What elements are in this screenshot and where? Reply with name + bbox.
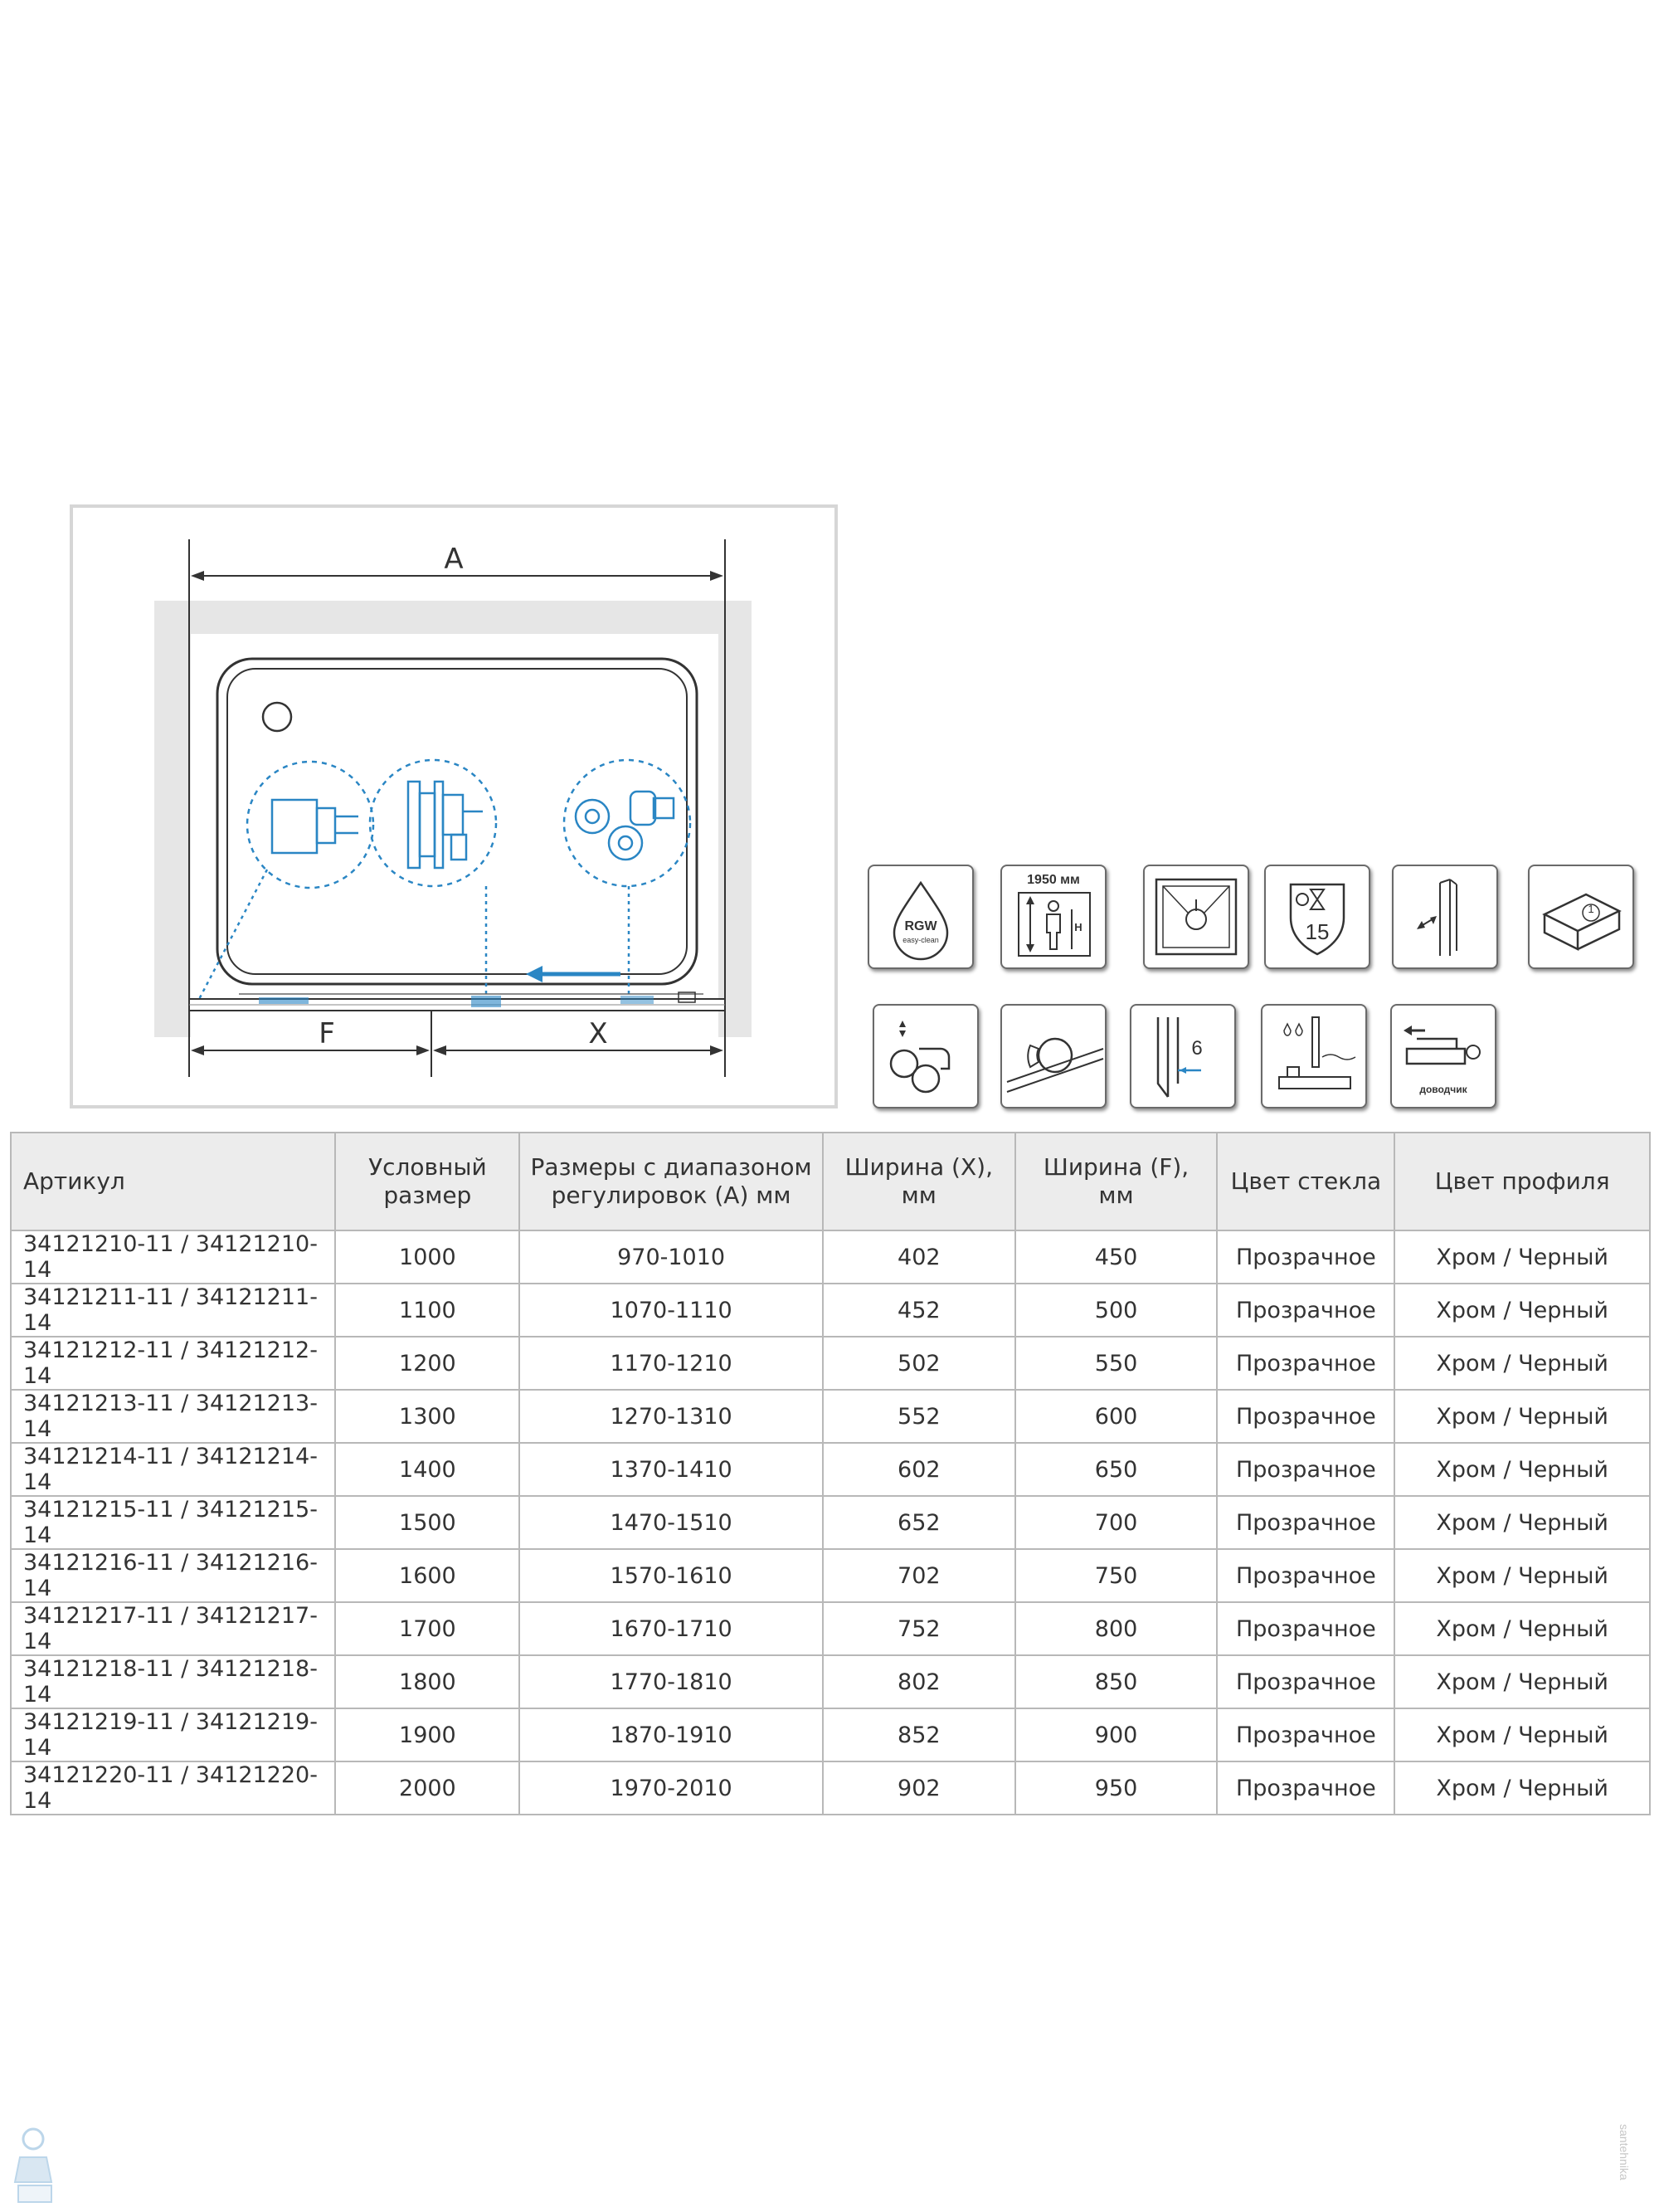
warranty-15-icon: 15 [1264,865,1370,969]
glass-panel-icon [1143,865,1249,969]
plumber-mascot-icon [13,2127,53,2203]
dimension-a-label: A [444,543,464,576]
header-article: Артикул [9,1132,337,1231]
diagram-drawing [154,539,752,1077]
header-width-f: Ширина (F),мм [1014,1132,1219,1231]
dimension-f-label: F [319,1017,335,1050]
installation-diagram: A F X [70,504,838,1108]
height-h-text: H [1074,921,1082,933]
height-1950-icon: 1950 мм H [1000,865,1107,969]
header-width-x: Ширина (X),мм [821,1132,1016,1231]
glass-thickness-icon: 6 [1130,1004,1236,1108]
height-text: 1950 мм [1027,873,1080,887]
header-glass-color: Цвет стекла [1216,1132,1396,1231]
package-count-icon: 1 [1528,865,1634,969]
warranty-text: 15 [1305,919,1330,944]
water-seal-icon [1261,1004,1367,1108]
profile-adjust-icon [1392,865,1498,969]
soft-close-icon: доводчик [1390,1004,1496,1108]
dimension-x-label: X [588,1017,608,1050]
glass-thickness-text: 6 [1191,1037,1203,1060]
knob-handle-icon [1000,1004,1107,1108]
soft-close-text: доводчик [1419,1084,1467,1095]
roller-adjust-icon [873,1004,979,1108]
side-watermark-text: santehnika [1618,2124,1631,2180]
easy-clean-text: easy-clean [902,936,939,944]
rgw-text: RGW [904,919,937,933]
header-profile-color: Цвет профиля [1394,1132,1651,1231]
package-count-text: 1 [1588,903,1594,915]
rgw-easy-clean-icon: RGW easy-clean [868,865,974,969]
